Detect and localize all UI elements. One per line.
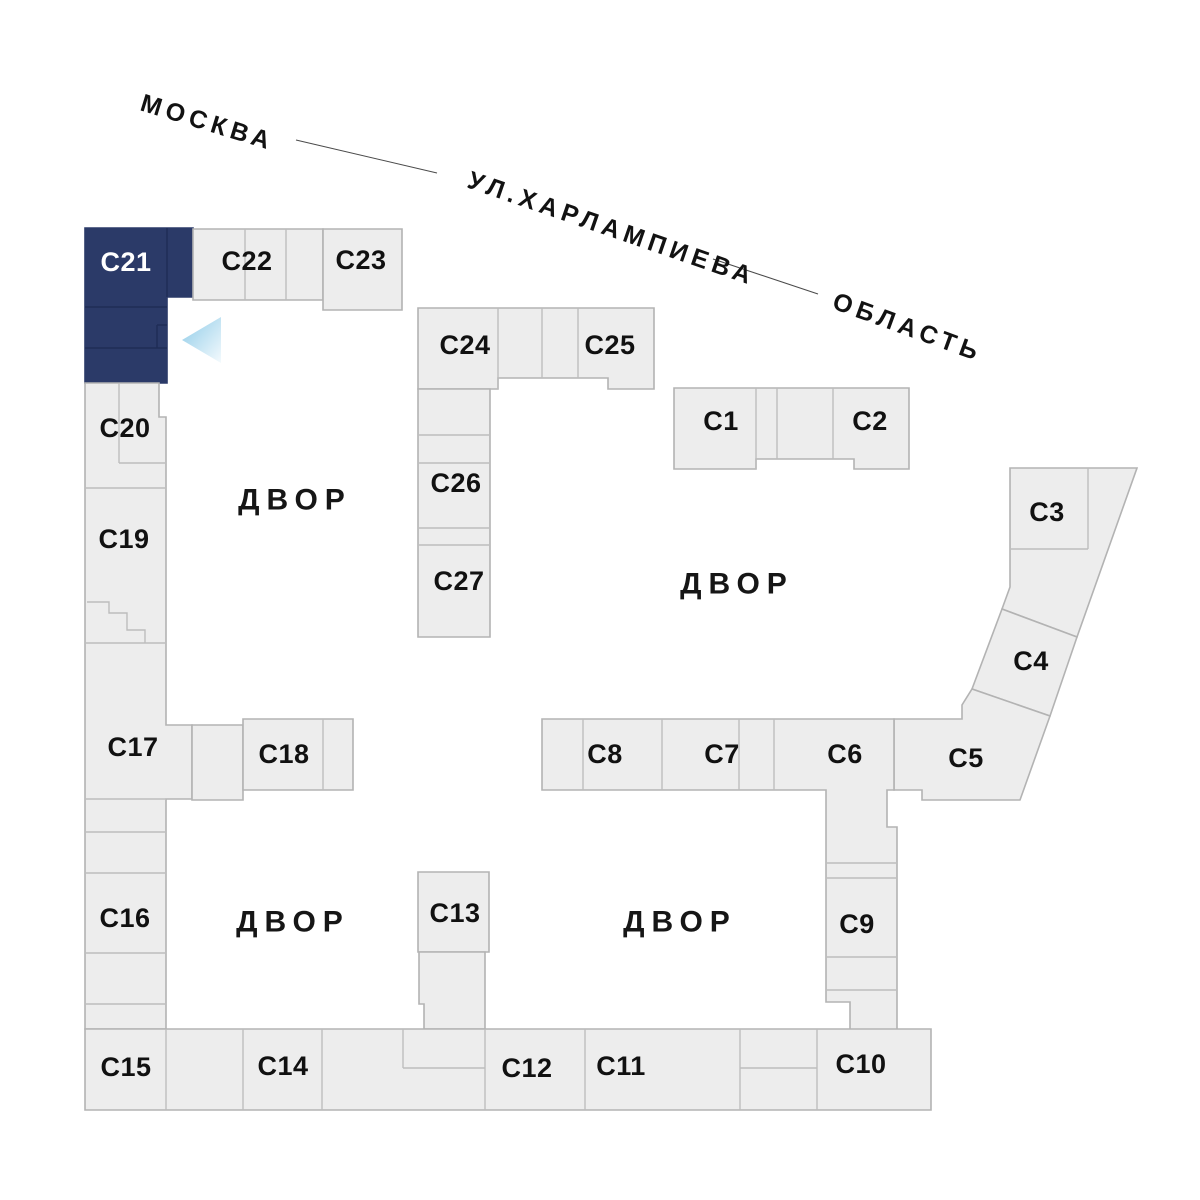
building-block-bottom-row[interactable] (84, 1028, 932, 1111)
street-label-ул-харлампиева: УЛ.ХАРЛАМПИЕВА (464, 166, 759, 291)
building-block-col-c26-c27[interactable] (417, 388, 491, 638)
building-label-с26[interactable]: С26 (430, 468, 481, 498)
street-label-область: ОБЛАСТЬ (829, 287, 987, 367)
building-label-с18[interactable]: С18 (258, 739, 309, 769)
building-label-с1[interactable]: С1 (703, 406, 739, 436)
building-label-с3[interactable]: С3 (1029, 497, 1065, 527)
building-block-c23[interactable] (322, 228, 403, 311)
building-block-row-c1-c2[interactable] (673, 387, 910, 470)
street-connector-line (295, 139, 438, 174)
street-connector-line (712, 258, 819, 295)
courtyard-label-4: ДВОР (623, 906, 737, 939)
building-label-с10[interactable]: С10 (835, 1049, 886, 1079)
building-block-c5-segment[interactable] (893, 688, 1052, 801)
building-label-с17[interactable]: С17 (107, 732, 158, 762)
building-label-с15[interactable]: С15 (100, 1052, 151, 1082)
building-block-c17-annex[interactable] (191, 724, 244, 801)
building-block-c13-leg[interactable] (418, 951, 486, 1030)
building-label-с27[interactable]: С27 (433, 566, 484, 596)
building-label-с5[interactable]: С5 (948, 743, 984, 773)
building-label-с9[interactable]: С9 (839, 909, 875, 939)
building-label-с24[interactable]: С24 (439, 330, 490, 360)
courtyard-label-2: ДВОР (680, 568, 794, 601)
building-label-с6[interactable]: С6 (827, 739, 863, 769)
street-label-москва: МОСКВА (137, 89, 278, 156)
building-block-c18[interactable] (242, 718, 354, 791)
section-divider-line (87, 601, 146, 643)
selected-building-arrow-icon (182, 317, 221, 363)
building-label-с11[interactable]: С11 (596, 1051, 646, 1081)
building-label-с23[interactable]: С23 (335, 245, 386, 275)
courtyard-label-3: ДВОР (236, 906, 350, 939)
building-block-c13-box[interactable] (417, 871, 490, 953)
building-label-с4[interactable]: С4 (1013, 646, 1049, 676)
building-label-с20[interactable]: С20 (99, 413, 150, 443)
building-block-c3-segment[interactable] (1000, 467, 1139, 639)
building-label-с21[interactable]: С21 (100, 247, 151, 277)
courtyard-label-1: ДВОР (238, 484, 352, 517)
building-label-с22[interactable]: С22 (221, 246, 272, 276)
building-label-с16[interactable]: С16 (99, 903, 150, 933)
building-label-с7[interactable]: С7 (704, 739, 740, 769)
building-label-с8[interactable]: С8 (587, 739, 623, 769)
building-label-с19[interactable]: С19 (98, 524, 149, 554)
building-label-с2[interactable]: С2 (852, 406, 888, 436)
building-label-с13[interactable]: С13 (429, 898, 480, 928)
building-label-с14[interactable]: С14 (257, 1051, 308, 1081)
building-label-с12[interactable]: С12 (501, 1053, 552, 1083)
building-label-с25[interactable]: С25 (584, 330, 635, 360)
